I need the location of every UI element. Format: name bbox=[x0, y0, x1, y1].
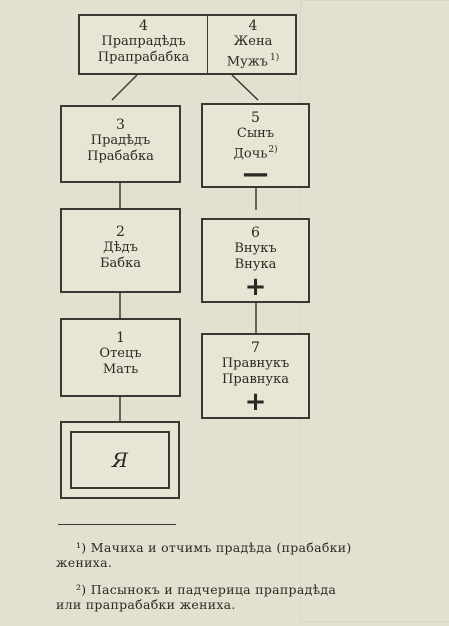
vnuk-line2: Внука bbox=[234, 257, 277, 272]
syn-sign-minus: — bbox=[242, 159, 269, 190]
box-otets: 1 Отецъ Мать bbox=[60, 318, 181, 397]
pravnuk-sign-plus: + bbox=[244, 387, 267, 417]
syn-line2-text: Дочь bbox=[233, 146, 268, 162]
syn-line2: Дочь2) bbox=[203, 142, 308, 162]
top-left-num: 4 bbox=[139, 18, 148, 34]
footnote-2-line1: ²) Пасынокъ и падчерица прапрадѣда bbox=[76, 582, 337, 597]
footnote-rule bbox=[58, 524, 176, 525]
top-right-line2-text: Мужъ bbox=[226, 54, 268, 70]
top-right-line1: Жена bbox=[233, 34, 273, 49]
ded-line2: Бабка bbox=[99, 256, 141, 271]
vnuk-number: 6 bbox=[251, 225, 260, 241]
footnote-1-line1: ¹) Мачиха и отчимъ прадѣда (прабабки) bbox=[76, 540, 352, 555]
ego-label: Я bbox=[111, 448, 129, 472]
box-ded: 2 Дѣдъ Бабка bbox=[60, 208, 181, 293]
box-pravnuk: 7 Правнукъ Правнука + bbox=[201, 333, 310, 419]
vnuk-line1: Внукъ bbox=[234, 241, 277, 256]
praded-line1: Прадѣдъ bbox=[90, 133, 151, 148]
footnote-mark-1: 1) bbox=[269, 53, 280, 63]
praded-line2: Прабабка bbox=[87, 149, 154, 164]
top-left-text: 4 Прапрадѣдъ Прапрабабка bbox=[80, 18, 207, 66]
box-ego-inner: Я bbox=[70, 431, 170, 489]
otets-line1: Отецъ bbox=[99, 346, 142, 361]
footnote-1-line2: жениха. bbox=[56, 555, 113, 570]
footnote-1: ¹) Мачиха и отчимъ прадѣда (прабабки) же… bbox=[56, 540, 352, 570]
pravnuk-line2: Правнука bbox=[222, 372, 289, 387]
box-ego: Я bbox=[60, 421, 180, 499]
connector-top-left bbox=[111, 74, 138, 101]
connector-top-right bbox=[231, 74, 259, 101]
footnote-2-line2: или прапрабабки жениха. bbox=[56, 597, 236, 612]
ded-line1: Дѣдъ bbox=[103, 240, 138, 255]
background-grid bbox=[300, 0, 449, 622]
otets-number: 1 bbox=[116, 330, 125, 346]
vnuk-sign-plus: + bbox=[244, 272, 267, 302]
praded-number: 3 bbox=[116, 117, 125, 133]
box-vnuk: 6 Внукъ Внука + bbox=[201, 218, 310, 303]
top-left-line2: Прапрабабка bbox=[97, 50, 190, 65]
box-syn: 5 Сынъ Дочь2) — bbox=[201, 103, 310, 188]
otets-line2: Мать bbox=[102, 362, 139, 377]
footnote-mark-2: 2) bbox=[268, 145, 278, 155]
syn-number: 5 bbox=[251, 110, 260, 126]
syn-line1: Сынъ bbox=[236, 126, 275, 141]
footnote-2: ²) Пасынокъ и падчерица прапрадѣда или п… bbox=[56, 582, 336, 612]
ded-number: 2 bbox=[116, 224, 125, 240]
top-box-divider bbox=[207, 16, 208, 73]
top-left-line1: Прапрадѣдъ bbox=[101, 34, 186, 49]
pravnuk-line1: Правнукъ bbox=[221, 356, 290, 371]
pravnuk-number: 7 bbox=[251, 340, 260, 356]
top-right-num: 4 bbox=[248, 18, 258, 34]
box-praded: 3 Прадѣдъ Прабабка bbox=[60, 105, 181, 183]
